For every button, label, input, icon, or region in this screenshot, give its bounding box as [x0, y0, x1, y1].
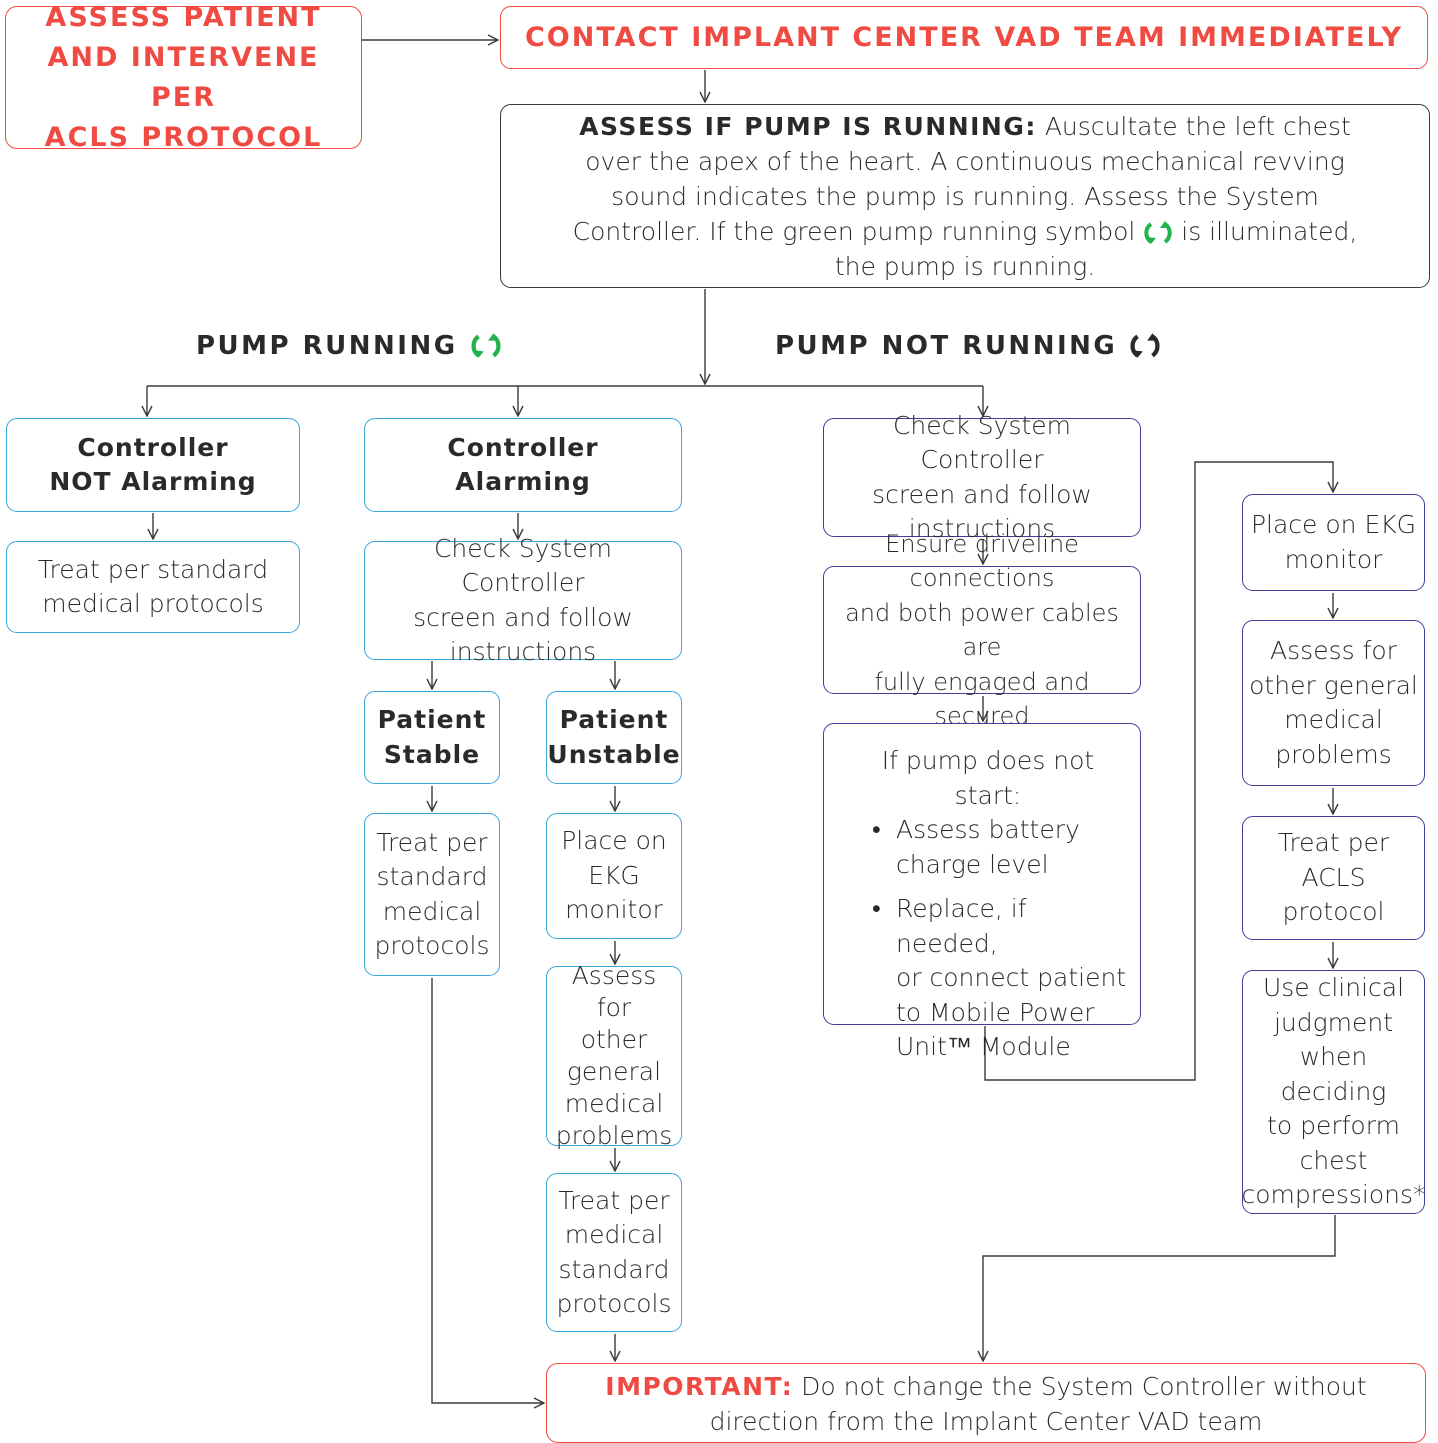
contact-vad-team-box: CONTACT IMPLANT CENTER VAD TEAM IMMEDIAT… [500, 6, 1428, 69]
ensure-connections-box: Ensure driveline connections and both po… [823, 530, 1141, 730]
pump-not-start-box: If pump does not start: Assess battery c… [823, 723, 1141, 1061]
assess-general-problems-box: Assess for other general medical problem… [1242, 620, 1425, 786]
stable-treat-box: Treat per standard medical protocols [364, 813, 500, 976]
place-ekg-box: Place on EKG monitor [1242, 494, 1425, 591]
arrow-col3-to-col4 [984, 461, 1333, 1081]
assess-pump-box: ASSESS IF PUMP IS RUNNING: Auscultate th… [500, 104, 1430, 288]
step-replace-battery: Replace, if needed, or connect patient t… [872, 892, 1130, 1065]
patient-unstable-box: Patient Unstable [546, 691, 682, 784]
pump-running-icon [471, 333, 501, 358]
pump-not-start-steps: Assess battery charge level Replace, if … [846, 803, 1130, 1065]
controller-not-alarming-box: Controller NOT Alarming [6, 418, 300, 512]
acls-box: ASSESS PATIENT AND INTERVENE PER ACLS PR… [5, 2, 362, 153]
not-running-check-controller-box: Check System Controller screen and follo… [823, 411, 1141, 543]
important-box: IMPORTANT: Do not change the System Cont… [546, 1363, 1426, 1443]
treat-standard-protocols-box: Treat per standard medical protocols [6, 541, 300, 633]
step-assess-battery: Assess battery charge level [872, 813, 1130, 882]
arrow-judgment-to-important [983, 1215, 1336, 1361]
unstable-ekg-box: Place on EKG monitor [546, 813, 682, 939]
important-line-1: IMPORTANT: Do not change the System Cont… [605, 1372, 1367, 1401]
controller-alarming-box: Controller Alarming [364, 418, 682, 512]
clinical-judgment-box: Use clinical judgment when deciding to p… [1241, 970, 1426, 1214]
patient-stable-box: Patient Stable [364, 691, 500, 784]
pump-not-running-icon [1130, 333, 1160, 358]
unstable-assess-box: Assess for other general medical problem… [546, 961, 682, 1150]
arrow-stable-to-important [431, 978, 544, 1403]
unstable-treat-box: Treat per medical standard protocols [546, 1173, 682, 1332]
pump-running-label: PUMP RUNNING [196, 330, 502, 362]
pump-not-running-label: PUMP NOT RUNNING [775, 330, 1161, 362]
assess-pump-text: ASSESS IF PUMP IS RUNNING: Auscultate th… [572, 111, 1358, 281]
pump-running-icon [1144, 220, 1172, 244]
check-controller-box: Check System Controller screen and follo… [364, 534, 682, 666]
treat-acls-box: Treat per ACLS protocol [1242, 816, 1425, 940]
